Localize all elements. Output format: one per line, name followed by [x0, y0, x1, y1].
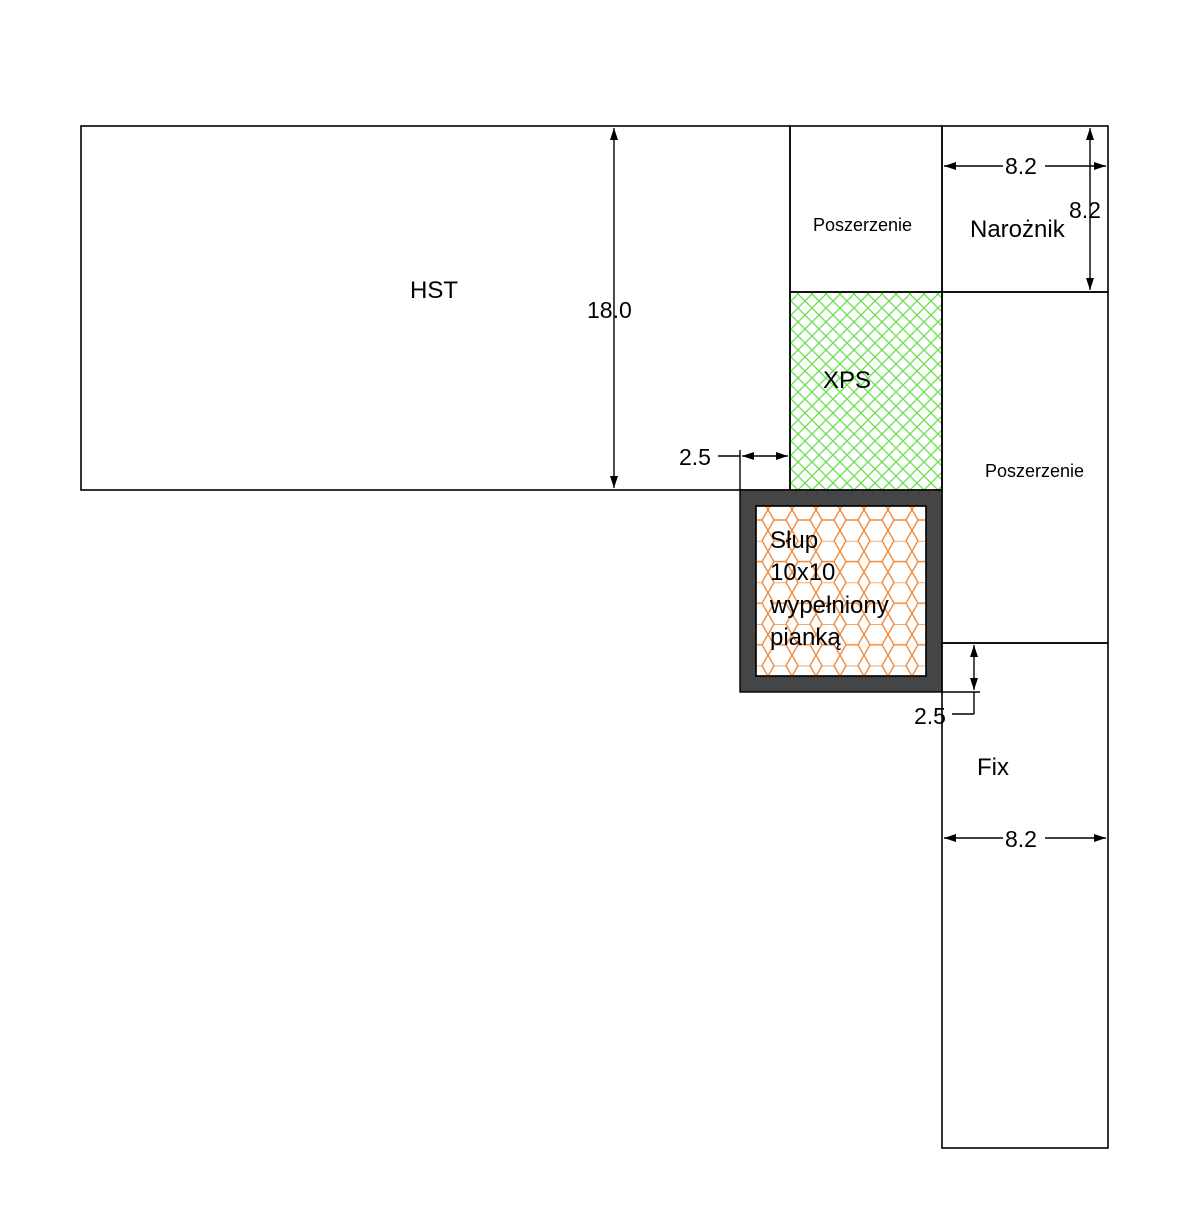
xps-offset-label: 2.5 [679, 444, 711, 470]
xps-label: XPS [823, 367, 871, 394]
hst-label: HST [410, 277, 458, 304]
slup-label-line1: Słup [770, 527, 818, 554]
poszerzenie-top-label: Poszerzenie [813, 215, 912, 235]
slup-offset-label: 2.5 [914, 703, 946, 729]
xps-block [789, 291, 943, 491]
naroznik-width-label-bg [1003, 153, 1045, 179]
hst-block [80, 125, 791, 491]
hst-height-label: 18.0 [587, 297, 632, 323]
fix-label: Fix [977, 754, 1009, 781]
fix-width-label-bg [1003, 825, 1045, 851]
poszerzenie-right-label: Poszerzenie [985, 461, 1084, 481]
poszerzenie-top-block [789, 125, 943, 293]
fix-block [941, 642, 1109, 1149]
naroznik-width-label: 8.2 [1005, 153, 1037, 179]
slup-foam-hatch [755, 505, 927, 677]
slup-label-line3: wypełniony [769, 592, 889, 619]
slup-label-line4: pianką [770, 624, 841, 651]
fix-width-label: 8.2 [1005, 826, 1037, 852]
naroznik-label: Narożnik [970, 216, 1066, 243]
slup-label-line2: 10x10 [770, 559, 835, 586]
naroznik-height-label: 8.2 [1069, 197, 1101, 223]
